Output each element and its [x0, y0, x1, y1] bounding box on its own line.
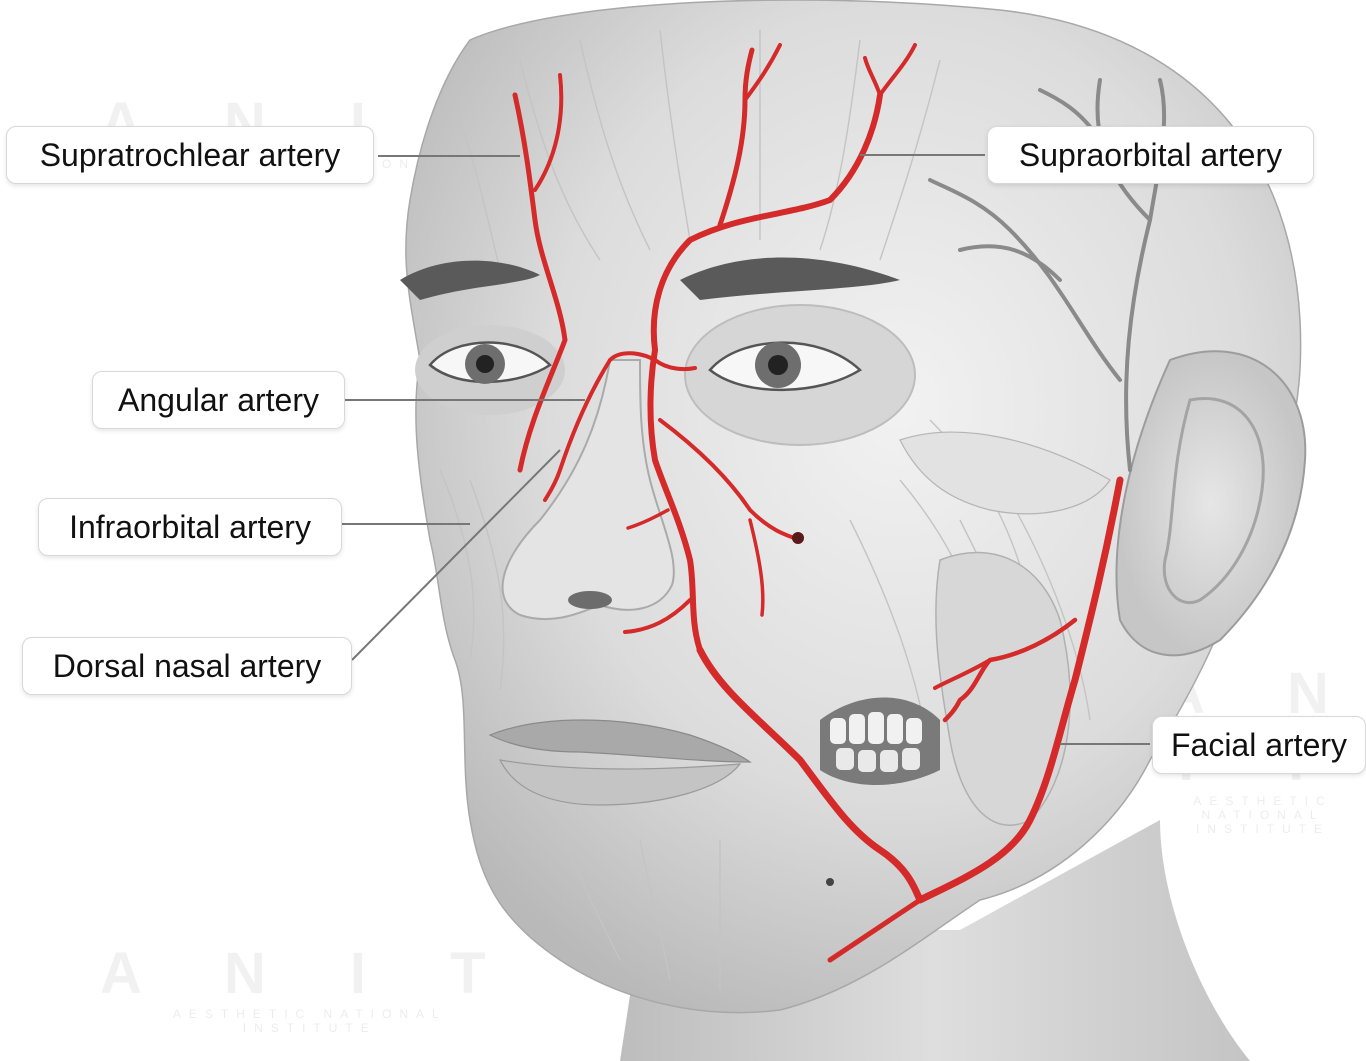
label-supraorbital-artery: Supraorbital artery	[987, 126, 1314, 184]
pupil-left	[476, 355, 494, 373]
infraorbital-foramen	[792, 532, 804, 544]
nostril	[568, 591, 612, 609]
teeth	[820, 698, 940, 786]
label-infraorbital-artery: Infraorbital artery	[38, 498, 342, 556]
pupil-right	[768, 355, 788, 375]
label-facial-artery: Facial artery	[1152, 716, 1366, 774]
mental-foramen	[826, 878, 834, 886]
label-angular-artery: Angular artery	[92, 371, 345, 429]
label-dorsal-nasal-artery: Dorsal nasal artery	[22, 637, 352, 695]
label-supratrochlear-artery: Supratrochlear artery	[6, 126, 374, 184]
